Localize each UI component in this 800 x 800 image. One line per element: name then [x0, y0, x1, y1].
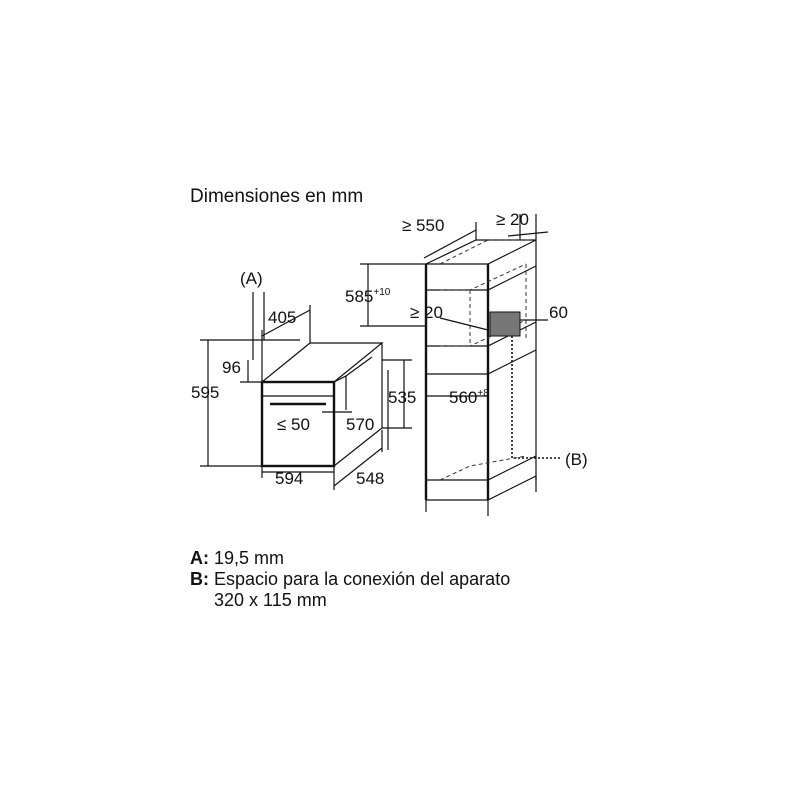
dim-585: 585+10: [345, 287, 391, 306]
dim-594: 594: [275, 469, 303, 488]
dim-585-value: 585: [345, 287, 373, 306]
legend-item-a: A: 19,5 mm: [190, 548, 510, 569]
legend-item-b: B: Espacio para la conexión del aparato: [190, 569, 510, 590]
dim-60: 60: [549, 303, 568, 322]
dim-ge-20-mid: ≥ 20: [410, 303, 443, 322]
label-b: (B): [565, 450, 588, 469]
dim-548: 548: [356, 469, 384, 488]
dim-570: 570: [346, 415, 374, 434]
dim-ge-550: ≥ 550: [402, 216, 444, 235]
cabinet-dimensions: [360, 214, 549, 397]
dim-le-50: ≤ 50: [277, 415, 310, 434]
dim-560-tolerance: +8: [477, 388, 489, 399]
oven-dimensions: [200, 292, 412, 490]
legend-key-b: B:: [190, 569, 209, 589]
dim-560-value: 560: [449, 388, 477, 407]
dim-ge-20-top: ≥ 20: [496, 210, 529, 229]
legend-text-b-cont: 320 x 115 mm: [214, 590, 327, 610]
diagram-title: Dimensiones en mm: [190, 186, 364, 207]
dim-560: 560+8: [449, 388, 489, 407]
dim-585-tolerance: +10: [373, 287, 390, 298]
legend-key-a: A:: [190, 548, 209, 568]
dim-96: 96: [222, 358, 241, 377]
label-a: (A): [240, 269, 263, 288]
legend-text-a: 19,5 mm: [214, 548, 285, 568]
cabinet-drawing: [424, 239, 560, 516]
oven-drawing: [260, 342, 384, 468]
dim-535: 535: [388, 388, 416, 407]
legend-text-b: Espacio para la conexión del aparato: [214, 569, 511, 589]
dim-595: 595: [191, 383, 219, 402]
dim-405: 405: [268, 308, 296, 327]
legend: A: 19,5 mm B: Espacio para la conexión d…: [190, 548, 510, 611]
